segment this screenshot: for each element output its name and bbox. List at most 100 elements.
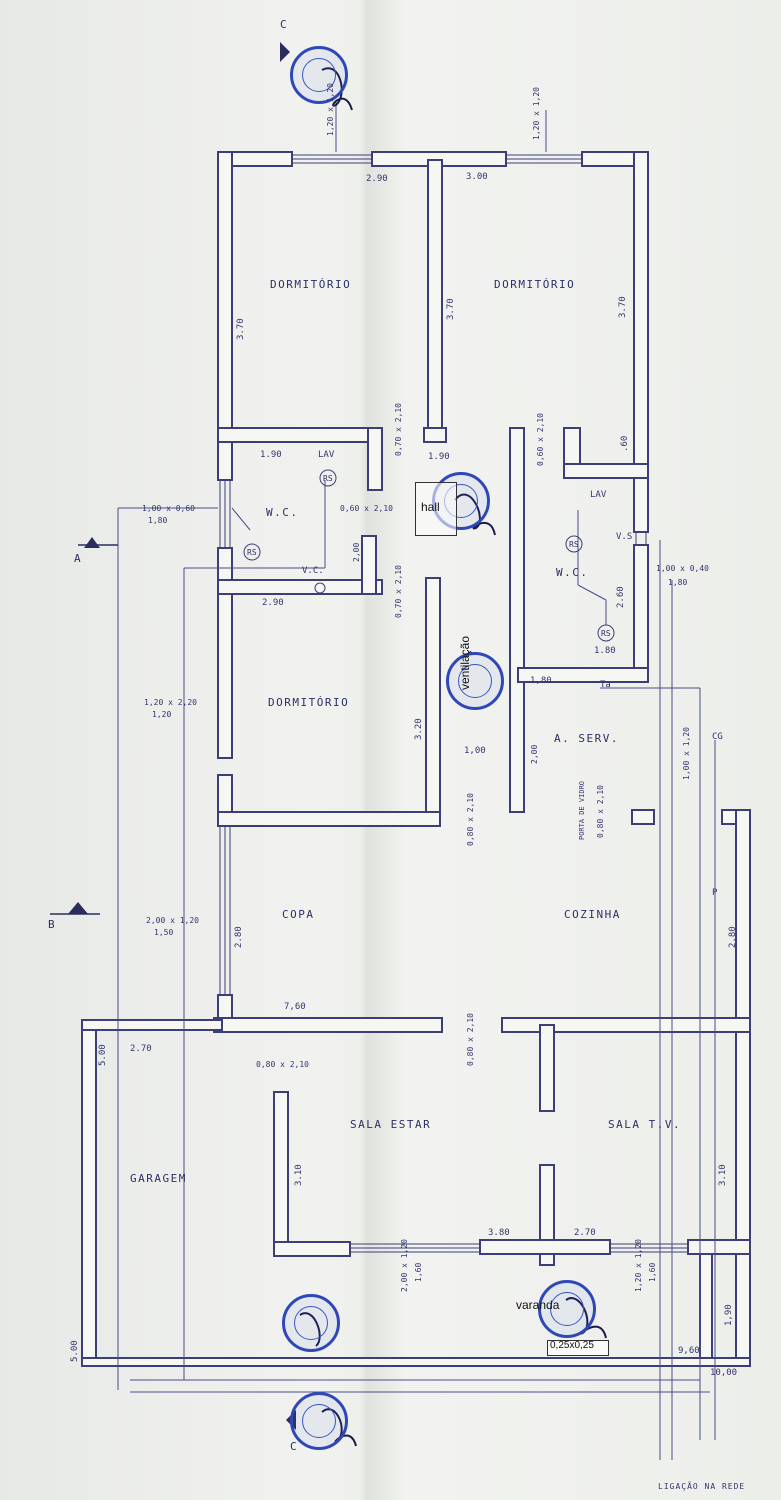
dim-960: 9,60: [678, 1346, 700, 1356]
dim-270-garagem: 2.70: [130, 1044, 152, 1054]
plumbing-lines: [117, 100, 716, 1460]
wall-hall-right: [509, 427, 525, 813]
room-copa: COPA: [282, 908, 315, 921]
section-lines: [50, 544, 118, 915]
dim-120x120-salatv: 1,20 x 1,20: [634, 1239, 643, 1292]
hall-label-box: [415, 482, 457, 536]
dim-100x060-wc1: 1,00 x 0,60: [142, 504, 195, 513]
stamp-ventilacao: [446, 652, 504, 710]
room-dormitorio-2: DORMITÓRIO: [494, 278, 576, 291]
wall-right-lower: [735, 809, 751, 1361]
rs-circle-2: [243, 543, 261, 561]
section-a-label: A: [74, 552, 82, 565]
dim-120-top-a: 1,20 x 1,20: [326, 83, 335, 136]
fixture-rs-3: RS: [569, 540, 579, 549]
room-varanda: varanda: [516, 1298, 560, 1312]
pilar-label-box: [547, 1340, 609, 1356]
dim-100x120-aserv: 1,00 x 1,20: [682, 727, 691, 780]
dim-070-door-a: 0,70 x 2,10: [394, 403, 403, 456]
dim-100-hall: 1,00: [464, 746, 486, 756]
dim-080x210-garagem: 0,80 x 2,10: [256, 1060, 309, 1069]
dim-380-front: 3.80: [488, 1228, 510, 1238]
dim-120-top-b: 1,20 x 1,20: [532, 87, 541, 140]
section-a-triangle: [84, 537, 100, 548]
room-dormitorio-3: DORMITÓRIO: [268, 696, 350, 709]
dim-280-cozinha: 2.80: [728, 926, 738, 948]
wall-wc2-bottom: [517, 667, 649, 683]
dim-190-hall: 1.90: [428, 452, 450, 462]
dim-180-wc2-win: 1,80: [668, 578, 688, 587]
wall-dorm3-right: [425, 577, 441, 815]
dim-060x210-wc1: 0,60 x 2,10: [340, 504, 393, 513]
dim-200x120-copa: 2,00 x 1,20: [146, 916, 199, 925]
section-c-top-triangle: [280, 42, 290, 62]
dim-160-salatv: 1,60: [648, 1262, 657, 1282]
dim-060-wc2: .60: [620, 435, 630, 452]
room-dormitorio-1: DORMITÓRIO: [270, 278, 352, 291]
dim-320-dorm3: 3.20: [414, 718, 424, 740]
pilar-size: 0,25x0,25: [550, 1340, 594, 1351]
section-c-bottom-label: C: [290, 1440, 298, 1453]
dim-060-door: 0,60 x 2,10: [536, 413, 545, 466]
wall-front-base: [81, 1357, 751, 1367]
wall-wc1-right2: [361, 535, 377, 595]
fixture-cg: CG: [712, 732, 723, 742]
fixture-lav-1: LAV: [318, 450, 335, 460]
room-sala-tv: SALA T.V.: [608, 1118, 682, 1131]
wall-salatv-upper: [539, 1024, 555, 1112]
dim-310-salaestar: 3.10: [294, 1164, 304, 1186]
wall-dorm3-bottom: [217, 811, 441, 827]
fixture-vs: V.S: [616, 532, 633, 542]
dim-310-salatv: 3.10: [718, 1164, 728, 1186]
dim-270-front: 2.70: [574, 1228, 596, 1238]
wall-front-right: [687, 1239, 751, 1255]
walls: [81, 151, 751, 1367]
dim-150-copa: 1,50: [154, 928, 174, 937]
wall-aserv-stub: [631, 809, 655, 825]
wall-right-upper: [633, 151, 649, 533]
wall-varanda-right: [699, 1253, 713, 1359]
stamp-varanda: [538, 1280, 596, 1338]
wall-right-mid: [633, 544, 649, 681]
fixture-rs-4: RS: [601, 629, 611, 638]
dim-080x210-hall: 0,80 x 2,10: [466, 793, 475, 846]
dim-080x210-cozinha: 0,80 x 2,10: [466, 1013, 475, 1066]
room-sala-estar: SALA ESTAR: [350, 1118, 432, 1131]
room-cozinha: COZINHA: [564, 908, 621, 921]
dim-180-wc1-win: 1,80: [148, 516, 168, 525]
note-ligacao: LIGAÇÃO NA REDE: [658, 1482, 746, 1491]
dim-190-varanda: 1,90: [724, 1304, 734, 1326]
dim-290-top: 2.90: [366, 174, 388, 184]
wall-garage-left: [81, 1019, 97, 1363]
dim-500-front: 5.00: [70, 1340, 80, 1362]
fixture-vc: V.C.: [302, 566, 324, 576]
rs-circle-3: [565, 535, 583, 553]
room-hall: hall: [421, 500, 440, 514]
dim-080x210-aserv: 0,80 x 2,10: [596, 785, 605, 838]
rs-fixtures: [243, 469, 615, 642]
wall-salaestar-bottom: [273, 1241, 351, 1257]
fixture-rs-2: RS: [247, 548, 257, 557]
wall-dorm1-bottom: [217, 427, 383, 443]
dim-190-wc1: 1.90: [260, 450, 282, 460]
dim-280-copa: 2.80: [234, 926, 244, 948]
stamp-bottom-left: [282, 1294, 340, 1352]
dim-300-top: 3.00: [466, 172, 488, 182]
vc-circle: [314, 582, 326, 594]
wall-wc1-right: [367, 427, 383, 491]
room-garagem: GARAGEM: [130, 1172, 187, 1185]
dim-120-win: 1,20: [152, 710, 172, 719]
section-b-label: B: [48, 918, 56, 931]
wall-front-mid: [479, 1239, 611, 1255]
wall-garage-top: [81, 1019, 223, 1031]
section-c-top-label: C: [280, 18, 288, 31]
wall-wc1-bottom: [217, 579, 383, 595]
section-markers: [68, 42, 296, 1430]
room-wc-1: W.C.: [266, 506, 299, 519]
dim-100x060-wc2: 1,00 x 0,40: [656, 564, 709, 573]
dim-120x220: 1,20 x 2,20: [144, 698, 197, 707]
dim-160-salaestar: 1,60: [414, 1262, 423, 1282]
fixture-p: P: [712, 888, 718, 898]
